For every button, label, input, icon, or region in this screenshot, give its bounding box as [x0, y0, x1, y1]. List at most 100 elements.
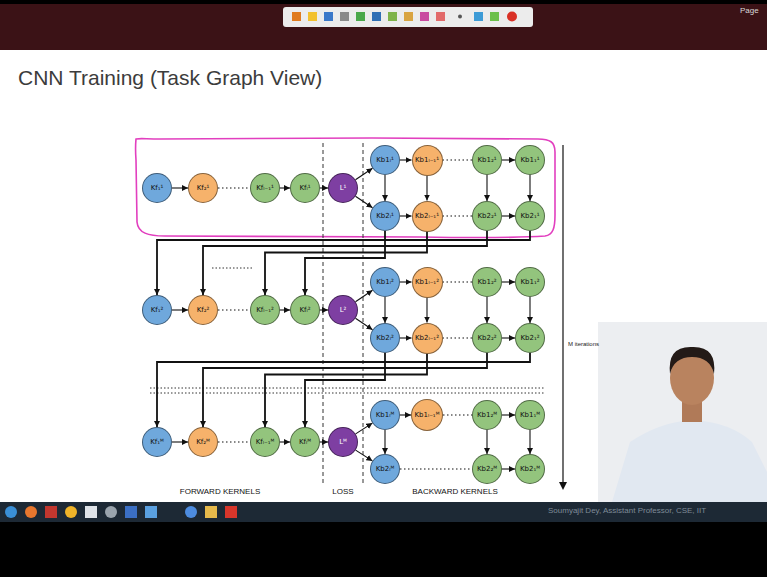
- kernel-node: Kb2ₗ₋₁²: [412, 323, 443, 354]
- dependency-arrow: [529, 175, 530, 201]
- dependency-arrow: [203, 353, 487, 427]
- toolbar-icon: [324, 12, 333, 21]
- kernel-node: L¹: [328, 173, 358, 203]
- presenter-hair: [670, 347, 715, 374]
- kernel-node: Kb1ₗ¹: [370, 145, 400, 175]
- dependency-arrow: [486, 175, 487, 201]
- kernel-label: Kb2₂²: [477, 335, 496, 342]
- kernel-node: Kb1₁ᴹ: [515, 400, 545, 430]
- dependency-arrow: [502, 414, 515, 415]
- kernel-label: Kf₁²: [151, 307, 164, 314]
- toolbar-icon: [388, 12, 397, 21]
- kernel-label: Kb2₁²: [520, 335, 539, 342]
- dependency-arrow: [203, 231, 487, 295]
- kernel-node: Kb2ₗ²: [370, 323, 400, 353]
- dependency-arrow: [320, 441, 328, 442]
- kernel-node: Kfₗ¹: [290, 173, 320, 203]
- taskbar: [0, 502, 767, 522]
- toolbar-icon: [507, 12, 517, 22]
- toolbar-icon: [340, 12, 349, 21]
- dependency-arrow: [443, 337, 473, 338]
- taskbar-icon: [65, 506, 77, 518]
- dependency-arrow: [529, 430, 530, 454]
- dependency-arrow: [172, 187, 188, 188]
- kernel-node: Kfₗᴹ: [290, 427, 320, 457]
- kernel-label: Kb2ₗᴹ: [376, 466, 394, 473]
- toolbar-icon: [490, 12, 499, 21]
- taskbar-icon: [25, 506, 37, 518]
- taskbar-icon: [85, 506, 97, 518]
- kernel-node: Kf₂ᴹ: [188, 427, 218, 457]
- toolbar-icon: [356, 12, 365, 21]
- dependency-arrow: [265, 354, 427, 428]
- taskbar-icon: [185, 506, 197, 518]
- kernel-node: Kb1ₗ₋₁¹: [412, 145, 443, 176]
- kernel-label: Kb2₁ᴹ: [520, 466, 540, 473]
- dependency-arrow: [320, 187, 328, 188]
- kernel-node: Kfₗ₋₁²: [250, 295, 280, 325]
- kernel-node: Kb2₂¹: [472, 201, 502, 231]
- dependency-arrow: [400, 281, 412, 282]
- kernel-label: Kf₁ᴹ: [150, 439, 164, 446]
- kernel-node: Kb1₂²: [472, 267, 502, 297]
- dependency-arrow: [502, 468, 515, 469]
- dependency-arrow: [443, 414, 472, 415]
- kernel-node: Kfₗ²: [290, 295, 320, 325]
- dependency-arrow: [400, 159, 412, 160]
- taskbar-icon: [205, 506, 217, 518]
- dependency-arrow: [400, 468, 472, 469]
- dependency-arrow: [426, 176, 427, 201]
- toolbar-icon: [420, 12, 429, 21]
- region-divider: [363, 143, 364, 484]
- kernel-node: Kf₂¹: [188, 173, 218, 203]
- kernel-node: Kb1ₗ₋₁²: [412, 267, 443, 298]
- kernel-label: L¹: [340, 185, 347, 192]
- region-label: BACKWARD KERNELS: [412, 488, 498, 497]
- dependency-arrow: [502, 337, 515, 338]
- kernel-node: Kb1ₗ²: [370, 267, 400, 297]
- kernel-node: Kb2ₗ¹: [370, 201, 400, 231]
- kernel-node: Kb2₂ᴹ: [472, 454, 502, 484]
- kernel-label: Kb1ₗ₋₁ᴹ: [415, 412, 440, 419]
- kernel-node: Kf₂²: [188, 295, 218, 325]
- kernel-node: Lᴹ: [328, 427, 358, 457]
- kernel-label: Kb2ₗ₋₁²: [415, 335, 439, 342]
- kernel-node: Kb1₂ᴹ: [472, 400, 502, 430]
- dependency-arrow: [426, 298, 427, 323]
- kernel-label: Kfₗ₋₁ᴹ: [256, 439, 275, 446]
- kernel-label: Kb1ₗ₋₁¹: [415, 157, 439, 164]
- toolbar-icon: [372, 12, 381, 21]
- kernel-label: Kb1₂²: [477, 279, 496, 286]
- kernel-node: Kf₁²: [142, 295, 172, 325]
- dependency-arrow: [400, 414, 411, 415]
- dependency-arrow: [502, 159, 515, 160]
- dependency-arrow: [172, 309, 188, 310]
- kernel-node: Kfₗ₋₁ᴹ: [250, 427, 280, 457]
- dependency-arrow: [400, 337, 412, 338]
- kernel-node: Kf₁¹: [142, 173, 172, 203]
- slide-title: CNN Training (Task Graph View): [18, 66, 322, 90]
- dotted-ellipsis: [212, 268, 252, 269]
- iteration-ellipsis: [150, 388, 545, 389]
- kernel-label: Kf₂²: [197, 307, 210, 314]
- dependency-arrow: [218, 187, 250, 188]
- axis-label: M iterations: [568, 341, 599, 348]
- kernel-label: Kfₗ²: [299, 307, 310, 314]
- page-label: Page: [740, 7, 759, 16]
- slide-background: [0, 50, 767, 502]
- dependency-arrow: [280, 187, 290, 188]
- kernel-node: Kb2ₗ₋₁¹: [412, 201, 443, 232]
- presenter-shirt: [612, 420, 767, 502]
- toolbar-icon: [308, 12, 317, 21]
- kernel-node: Kb2₁¹: [515, 201, 545, 231]
- kernel-label: Kf₁¹: [151, 185, 164, 192]
- top-band: [0, 4, 767, 50]
- presenter-video: [598, 322, 767, 502]
- dependency-arrow: [400, 215, 412, 216]
- kernel-label: Kb1ₗ₋₁²: [415, 279, 439, 286]
- highlight-outline: [136, 138, 555, 237]
- toolbar-icon: [292, 12, 301, 21]
- kernel-node: Kb2₁²: [515, 323, 545, 353]
